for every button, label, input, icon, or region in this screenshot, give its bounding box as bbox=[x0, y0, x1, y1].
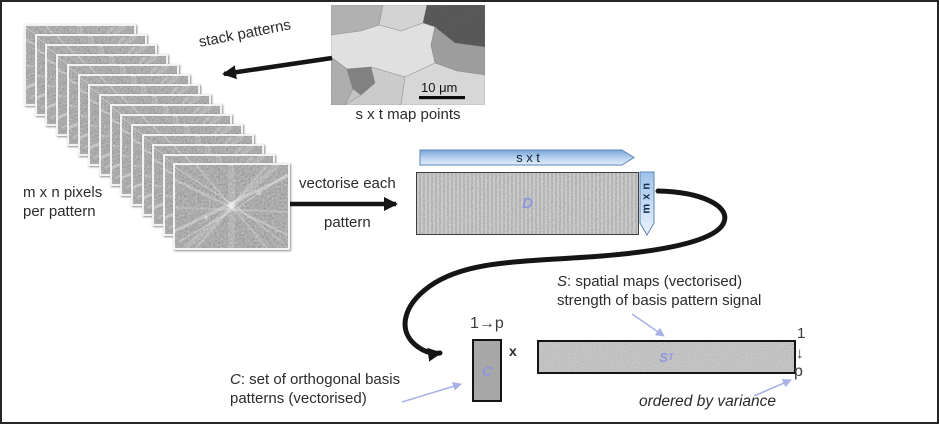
one-to-p-label: 1→p bbox=[470, 315, 504, 332]
s-caption-arrow bbox=[631, 313, 665, 337]
d-matrix: D bbox=[416, 172, 639, 235]
ordered-by-variance-label: ordered by variance bbox=[639, 393, 776, 410]
c-caption-line2: patterns (vectorised) bbox=[230, 390, 367, 407]
s-caption-prefix: S bbox=[557, 273, 568, 290]
c-caption-arrow bbox=[401, 382, 462, 403]
diffraction-pattern bbox=[173, 163, 290, 250]
s-caption-line2: strength of basis pattern signal bbox=[557, 292, 762, 309]
scale-bar bbox=[419, 96, 465, 100]
grain-map: 10 μm bbox=[331, 5, 485, 105]
micrograph-image: 10 μm bbox=[331, 5, 485, 105]
multiply-symbol: x bbox=[509, 343, 517, 359]
c-caption: C: set of orthogonal basis patterns (vec… bbox=[230, 370, 400, 408]
map-points-caption: s x t map points bbox=[355, 106, 461, 123]
stack-patterns-label: stack patterns bbox=[197, 16, 293, 51]
d-matrix-label: D bbox=[522, 195, 533, 212]
sxt-arrow-label: s x t bbox=[516, 150, 540, 165]
vectorise-label-line1: vectorise each bbox=[299, 175, 396, 192]
scale-bar-label: 10 μm bbox=[421, 80, 457, 95]
s-caption: S: spatial maps (vectorised) strength of… bbox=[557, 272, 761, 310]
vectorise-label-line2: pattern bbox=[324, 214, 371, 231]
mxn-arrow-label: m x n bbox=[641, 182, 654, 214]
c-caption-prefix: C bbox=[230, 371, 241, 388]
pixels-line2: per pattern bbox=[23, 203, 96, 220]
c-matrix: C bbox=[472, 339, 502, 402]
pixels-line1: m x n pixels bbox=[23, 184, 103, 201]
pixels-per-pattern-label: m x n pixels per pattern bbox=[23, 183, 102, 221]
c-matrix-label: C bbox=[481, 362, 493, 379]
right-index-p: p bbox=[794, 363, 803, 380]
s-caption-rest: : spatial maps (vectorised) bbox=[567, 273, 743, 290]
stack-arrow bbox=[222, 55, 333, 80]
c-caption-rest: : set of orthogonal basis bbox=[240, 371, 401, 388]
right-index-one: 1 bbox=[797, 325, 806, 342]
down-arrow-glyph: ↓ bbox=[796, 345, 804, 362]
sxt-flow-arrow bbox=[419, 149, 635, 166]
